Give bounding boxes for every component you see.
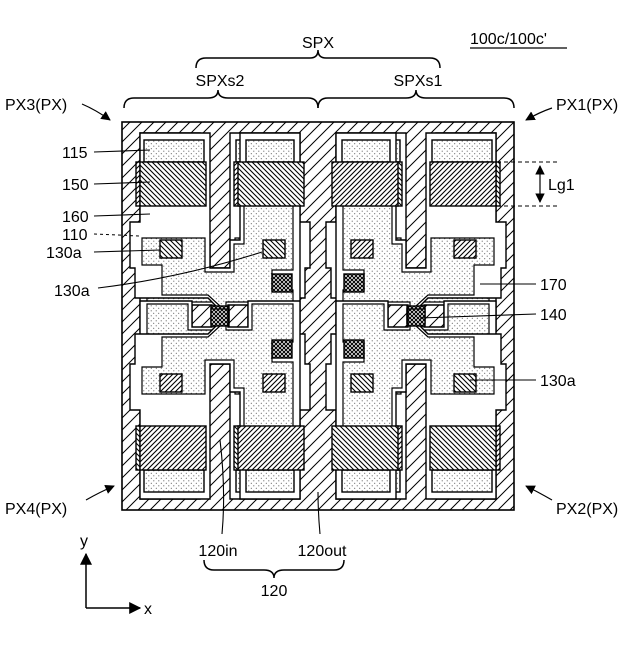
label-120: 120 xyxy=(261,583,288,600)
label-160: 160 xyxy=(62,209,89,226)
label-130a-1: 130a xyxy=(46,245,82,262)
label-130a-right: 130a xyxy=(540,373,576,390)
brace-spxs1 xyxy=(318,90,514,108)
label-px4: PX4(PX) xyxy=(5,501,67,518)
arrow-px4 xyxy=(86,486,114,500)
label-px3: PX3(PX) xyxy=(5,97,67,114)
label-axis-y: y xyxy=(80,533,88,550)
label-110: 110 xyxy=(62,227,88,244)
label-spxs2: SPXs2 xyxy=(196,73,245,90)
label-170: 170 xyxy=(540,277,567,294)
arrow-px3 xyxy=(82,104,110,120)
label-axis-x: x xyxy=(144,601,152,618)
label-120out: 120out xyxy=(298,543,347,560)
label-150: 150 xyxy=(62,177,89,194)
arrow-px2 xyxy=(526,486,552,500)
arrow-px1 xyxy=(526,108,552,120)
label-px1: PX1(PX) xyxy=(556,97,618,114)
label-spxs1: SPXs1 xyxy=(394,73,443,90)
label-ref: 100c/100c' xyxy=(470,31,547,48)
label-130a-2: 130a xyxy=(54,283,90,300)
label-px2: PX2(PX) xyxy=(556,501,618,518)
label-lg1: Lg1 xyxy=(548,177,575,194)
brace-spx xyxy=(196,50,440,68)
label-spx: SPX xyxy=(302,35,334,52)
brace-spxs2 xyxy=(124,90,318,108)
label-115: 115 xyxy=(62,145,88,162)
label-140: 140 xyxy=(540,307,567,324)
brace-120 xyxy=(204,560,344,578)
label-120in: 120in xyxy=(198,543,237,560)
